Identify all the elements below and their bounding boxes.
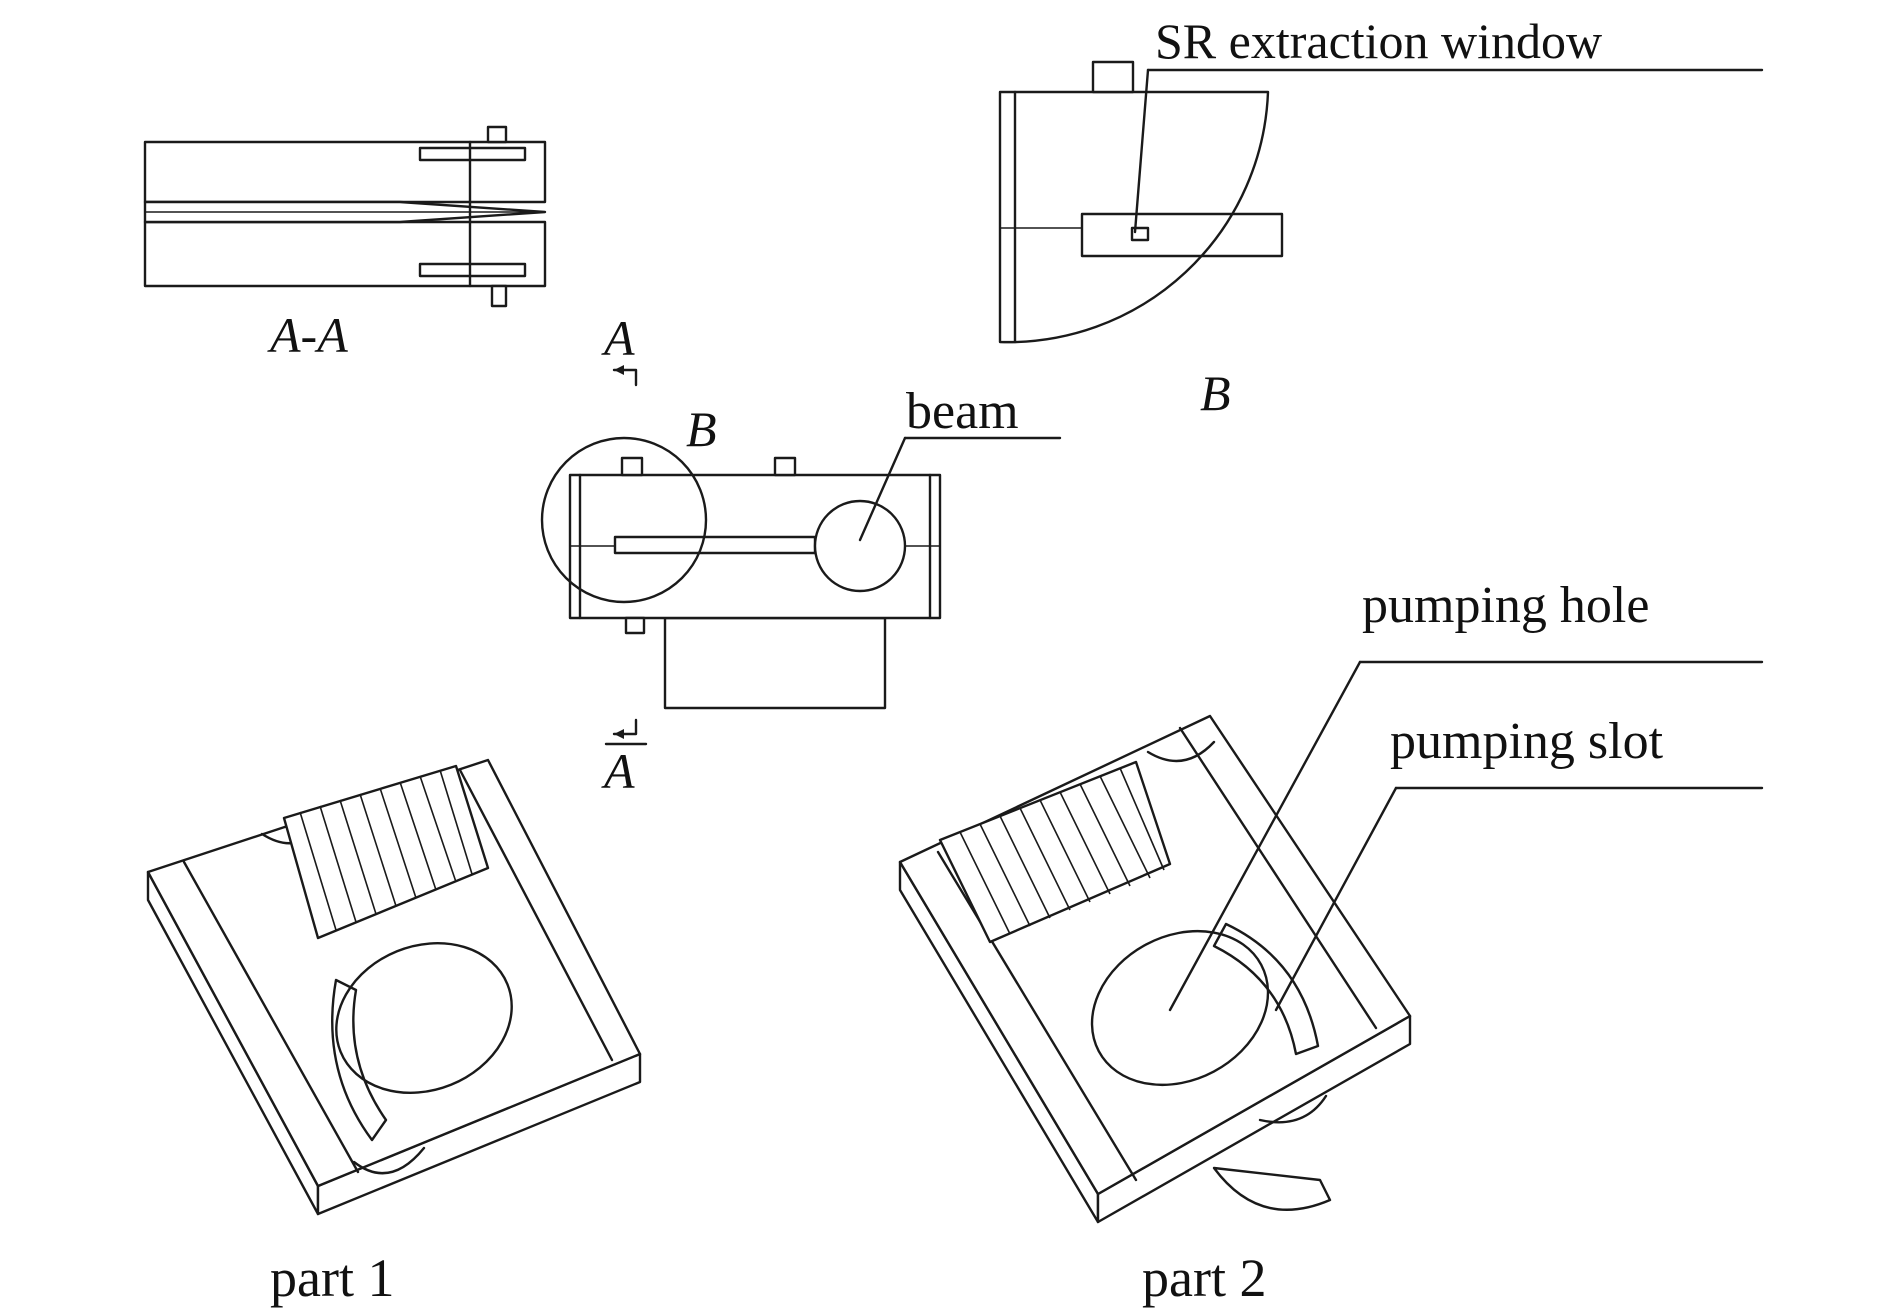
part-2-label: part 2 (1142, 1248, 1266, 1308)
beam-aperture (813, 499, 907, 593)
part-1-saddle-front (352, 1146, 426, 1175)
detail-b-circle-label: B (686, 401, 717, 457)
part-2-saddle-front (1258, 1094, 1328, 1124)
pumping-hole-label: pumping hole (1362, 577, 1649, 634)
section-aa-label: A-A (267, 307, 348, 363)
part-1-pumping-slot (331, 978, 388, 1142)
sr-window-label: SR extraction window (1155, 13, 1602, 69)
part-2-isometric: pumping hole pumping slot part 2 (898, 577, 1764, 1308)
pumping-hole-leader (1168, 660, 1362, 1012)
part-1-label: part 1 (270, 1248, 394, 1308)
detail-b-view: SR extraction window B (998, 13, 1764, 421)
part-2-pumping-hole (1090, 929, 1270, 1087)
section-marker-top: A (601, 310, 638, 387)
pumping-slot-label: pumping slot (1390, 713, 1664, 770)
front-view-bottom-block (663, 616, 887, 710)
part-2-pumping-slot (1212, 922, 1320, 1056)
beam-leader (858, 436, 907, 542)
part-1-fin-lines (299, 769, 473, 931)
front-view-pin-right (773, 456, 797, 477)
part-2-fins (938, 760, 1172, 944)
detail-b-extraction-strip (1080, 212, 1284, 258)
beam-label: beam (906, 383, 1019, 440)
sr-window-leader (1133, 68, 1150, 234)
section-aa-pin-bottom (490, 284, 508, 308)
section-aa-slot-bottom (418, 262, 527, 278)
part-1-isometric: part 1 (146, 758, 642, 1308)
part-2-boss (1212, 1166, 1332, 1211)
detail-b-outline (998, 90, 1270, 344)
section-aa-slot-top (418, 146, 527, 162)
pumping-slot-leader (1274, 786, 1398, 1012)
front-view-pin-bottom (624, 616, 646, 635)
section-aa-view: A-A (143, 125, 547, 363)
front-view: B beam (540, 383, 1062, 710)
detail-b-circle (540, 436, 708, 604)
front-view-pin-left (620, 456, 644, 477)
section-marker-top-letter: A (601, 310, 635, 366)
part-2-fin-lines (959, 767, 1165, 935)
part-1-fins (282, 764, 490, 940)
part-1-pumping-hole (335, 942, 513, 1094)
section-marker-bottom-letter: A (601, 743, 635, 799)
section-marker-bottom: A (601, 718, 648, 799)
section-aa-pin-top (486, 125, 508, 144)
detail-b-pin (1091, 60, 1135, 94)
detail-b-view-label: B (1200, 365, 1231, 421)
part-2-saddle-back (1146, 740, 1216, 763)
